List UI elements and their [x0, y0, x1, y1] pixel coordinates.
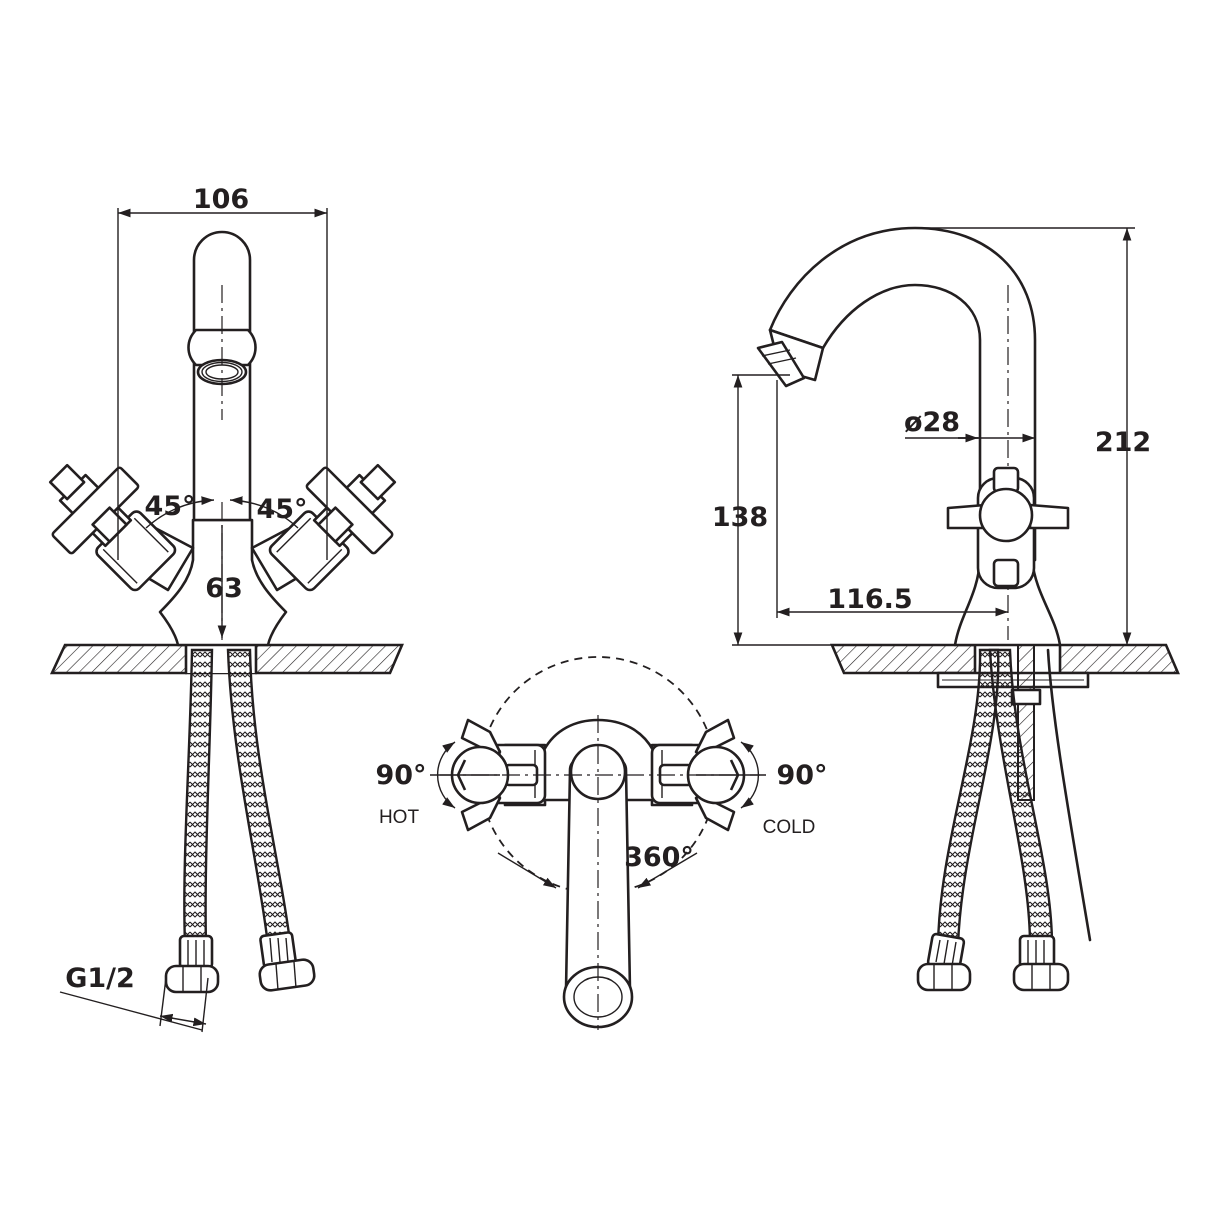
dim-spout-height-138: 138 — [712, 502, 768, 533]
dim-swivel-360: 360° — [624, 842, 694, 873]
dim-width-106: 106 — [193, 184, 249, 215]
front-hose-right — [226, 648, 292, 947]
dim-angle-right: 45° — [256, 494, 307, 525]
dim-reach-1165: 116.5 — [827, 584, 912, 615]
side-fitting-right — [1012, 934, 1070, 992]
dim-spacing-63: 63 — [205, 573, 243, 604]
front-fitting-left — [164, 934, 220, 994]
label-cold: COLD — [763, 817, 816, 838]
front-view: 106 45° 45° 63 G1/2 — [48, 184, 404, 1033]
dim-diameter-28: ø28 — [904, 407, 960, 438]
dim-cold-angle: 90° — [776, 760, 827, 791]
front-valve-right — [268, 463, 397, 592]
front-hose-left — [183, 648, 214, 947]
dim-hot-angle: 90° — [375, 760, 426, 791]
dim-connector-g12: G1/2 — [65, 963, 135, 994]
label-hot: HOT — [379, 807, 420, 828]
dim-angle-left: 45° — [144, 491, 195, 522]
side-hose-left — [936, 648, 1000, 947]
top-view: 90° HOT 90° COLD 360° — [375, 656, 828, 1030]
front-fitting-right — [258, 931, 316, 992]
dim-height-212: 212 — [1095, 427, 1151, 458]
side-view: ø28 212 138 116.5 — [712, 226, 1180, 992]
side-spout — [768, 226, 1037, 562]
side-fitting-left — [916, 932, 972, 992]
front-body — [158, 518, 288, 647]
side-valve-handle — [946, 466, 1070, 590]
